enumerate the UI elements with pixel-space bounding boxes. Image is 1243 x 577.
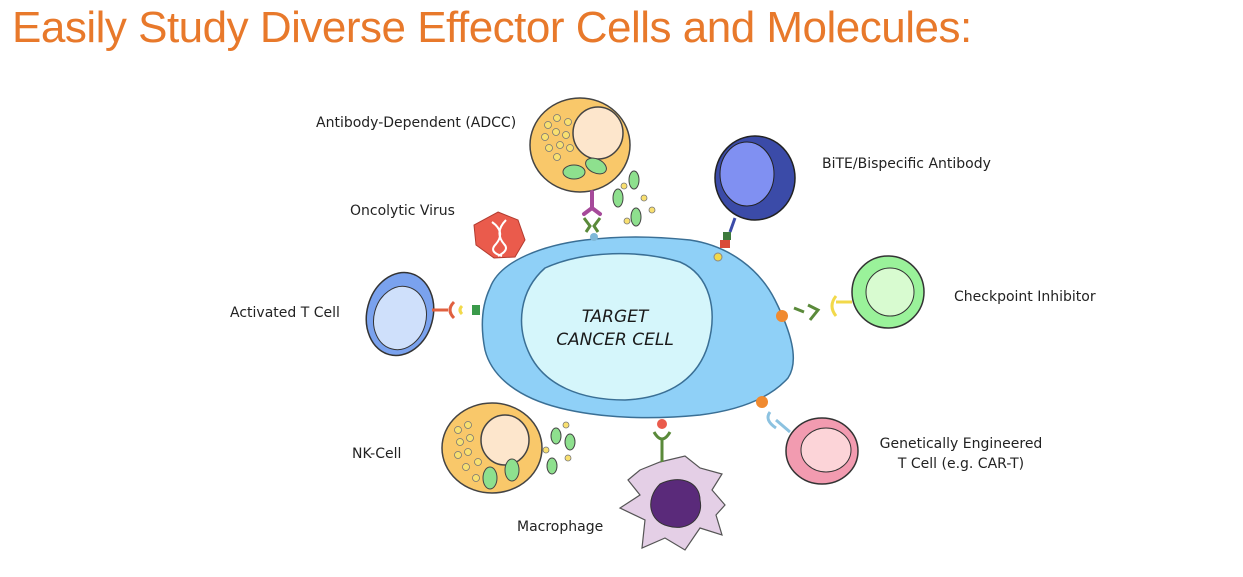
oncolytic-virus: [473, 211, 526, 259]
bite-cell: [713, 135, 796, 262]
label-cart-line2: T Cell (e.g. CAR-T): [897, 456, 1024, 472]
nk-granules: [542, 421, 576, 475]
label-cart-line1: Genetically Engineered: [880, 436, 1043, 452]
center-label-line2: CANCER CELL: [556, 330, 674, 350]
activated-t-cell: [365, 271, 480, 357]
car-t-cell: [756, 396, 859, 485]
adcc-granules: [612, 170, 656, 227]
label-macrophage: Macrophage: [517, 519, 603, 535]
macrophage-cell: [618, 419, 726, 551]
label-adcc: Antibody-Dependent (ADCC): [316, 115, 516, 131]
label-nk-cell: NK-Cell: [352, 446, 401, 462]
page-title: Easily Study Diverse Effector Cells and …: [12, 3, 972, 52]
label-bite: BiTE/Bispecific Antibody: [822, 156, 991, 172]
cancer-cell-nucleus: [520, 252, 713, 401]
label-checkpoint-inhibitor: Checkpoint Inhibitor: [954, 289, 1096, 305]
checkpoint-cell: [776, 255, 925, 329]
label-oncolytic-virus: Oncolytic Virus: [350, 203, 455, 219]
center-label-line1: TARGET: [582, 307, 650, 327]
adcc-cell: [529, 97, 631, 241]
nk-cell: [441, 402, 543, 494]
label-activated-t-cell: Activated T Cell: [230, 305, 340, 321]
target-cancer-cell: TARGET CANCER CELL: [481, 236, 795, 419]
